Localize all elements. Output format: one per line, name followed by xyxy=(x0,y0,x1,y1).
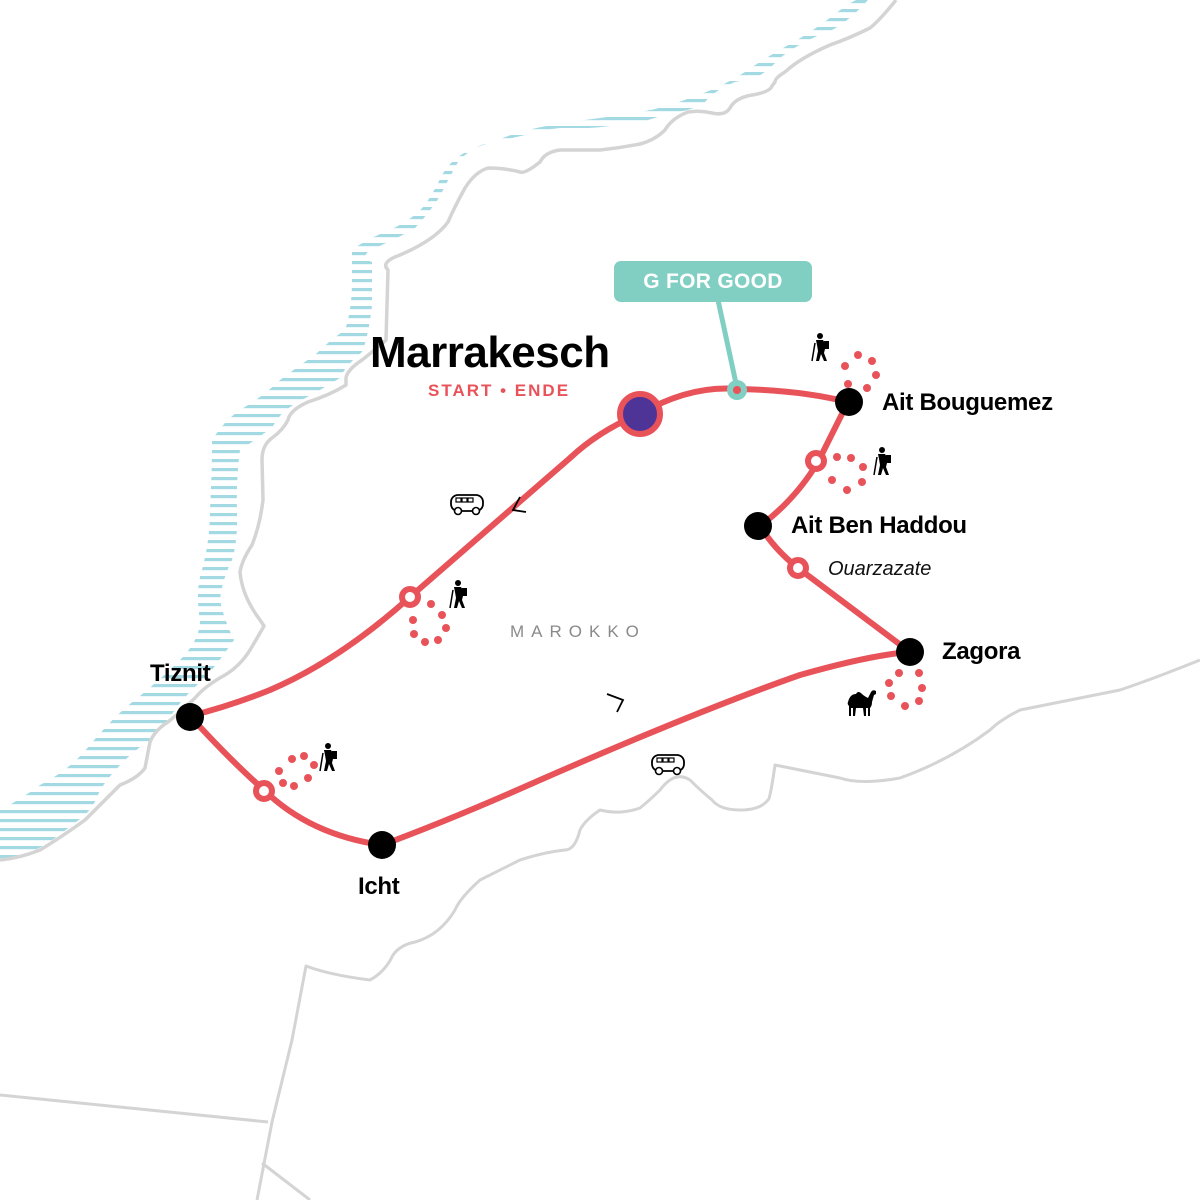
country-border xyxy=(0,1093,269,1124)
bus-icon xyxy=(450,494,484,516)
country-label: MAROKKO xyxy=(510,622,646,641)
stop-marker-zagora[interactable] xyxy=(896,638,924,666)
bus-icon xyxy=(651,754,685,776)
stop-marker-tiznit[interactable] xyxy=(176,703,204,731)
g-for-good-badge[interactable]: G FOR GOOD xyxy=(614,261,812,302)
hiker-icon xyxy=(319,743,337,772)
water-hatching xyxy=(0,0,896,862)
start-subtitle: START • ENDE xyxy=(428,381,571,400)
g-for-good-label: G FOR GOOD xyxy=(643,269,783,293)
hiker-icon xyxy=(449,580,467,609)
waypoint-markers xyxy=(253,450,827,802)
country-border xyxy=(261,1161,311,1200)
g-for-good-marker-dot xyxy=(733,386,741,394)
start-city-label: Marrakesch xyxy=(370,328,610,377)
waypoint-marker[interactable] xyxy=(399,586,421,608)
camel-icon xyxy=(847,690,876,716)
waypoint-label-ouarzazate: Ouarzazate xyxy=(828,558,932,580)
excursion-loops xyxy=(275,351,926,790)
city-label-tiznit: Tiznit xyxy=(150,660,211,687)
country-border xyxy=(255,658,1200,1200)
city-label-icht: Icht xyxy=(358,873,400,900)
waypoint-marker[interactable] xyxy=(253,780,275,802)
hiker-icon xyxy=(811,333,829,362)
excursion-loop-ait-bouguemez xyxy=(841,351,880,392)
badge-connector xyxy=(715,299,740,389)
direction-arrow xyxy=(511,496,527,513)
excursion-loop-tafraoute xyxy=(275,752,318,790)
stop-marker-ait-bouguemez[interactable] xyxy=(835,388,863,416)
city-label-ait-ben-haddou: Ait Ben Haddou xyxy=(791,512,967,539)
coastline xyxy=(0,0,898,862)
city-label-ait-bouguemez: Ait Bouguemez xyxy=(882,389,1053,416)
waypoint-marker[interactable] xyxy=(805,450,827,472)
waypoint-marker-ouarzazate[interactable] xyxy=(787,557,809,579)
excursion-loop-zagora xyxy=(885,669,926,710)
stop-marker-icht[interactable] xyxy=(368,831,396,859)
excursion-loop-anti-atlas xyxy=(409,600,450,646)
route-line xyxy=(187,385,913,848)
start-marker-marrakesch[interactable] xyxy=(617,391,663,437)
stop-markers xyxy=(176,388,924,859)
stop-marker-ait-ben-haddou[interactable] xyxy=(744,512,772,540)
hiker-icon xyxy=(873,447,891,476)
city-label-zagora: Zagora xyxy=(942,638,1021,665)
excursion-loop-mgoun xyxy=(828,453,867,494)
direction-arrow xyxy=(606,693,625,713)
